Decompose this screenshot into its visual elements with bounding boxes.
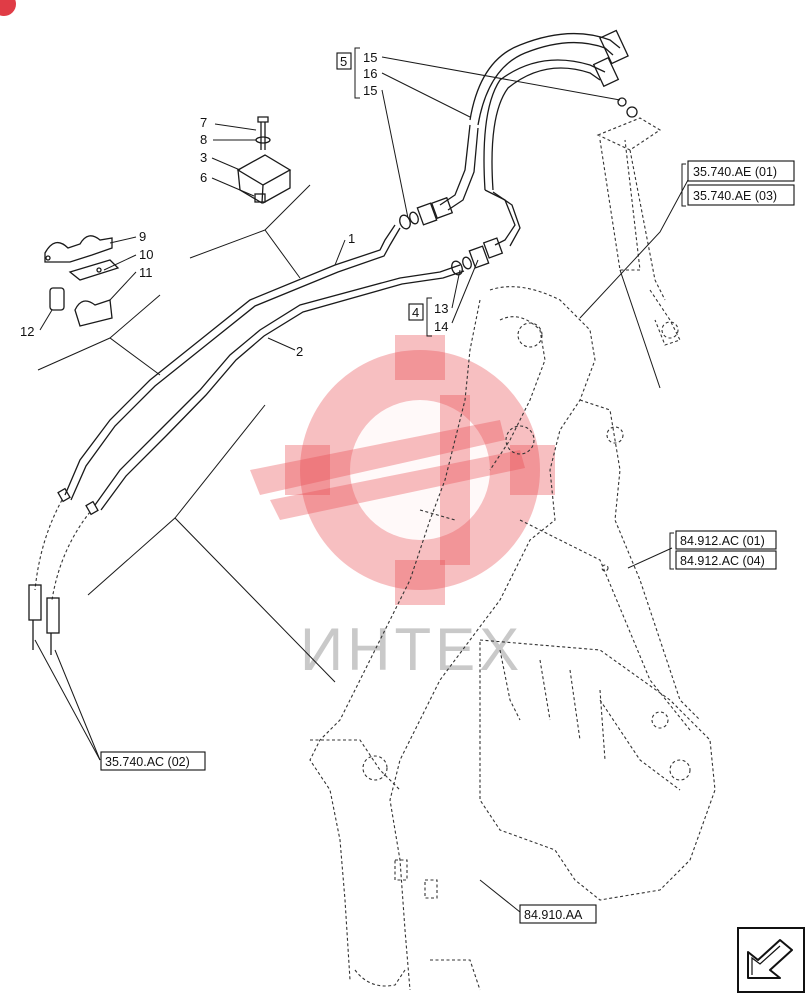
plate-10 <box>68 259 120 281</box>
boom-outline <box>309 286 596 991</box>
callout-5: 5 <box>340 54 347 69</box>
reference-84-912-ac-01[interactable]: 84.912.AC (01) <box>680 534 765 548</box>
hydraulic-cylinder <box>596 117 681 346</box>
callout-11: 11 <box>139 265 153 280</box>
bracket-3 <box>236 154 292 205</box>
washer-8 <box>255 136 271 144</box>
reference-ac-912[interactable]: 84.912.AC (01) 84.912.AC (04) <box>669 530 777 570</box>
reference-35-740-ac-02[interactable]: 35.740.AC (02) <box>105 755 190 769</box>
callout-2: 2 <box>296 344 303 359</box>
callout-13: 13 <box>434 301 448 316</box>
next-arrow-icon[interactable] <box>737 927 805 993</box>
callout-12: 12 <box>20 324 34 339</box>
callout-10: 10 <box>139 247 153 262</box>
callout-8: 8 <box>200 132 207 147</box>
callout-4: 4 <box>412 305 419 320</box>
group-bracket-4 <box>426 297 432 337</box>
reference-box-ac02[interactable] <box>100 751 206 771</box>
callout-3: 3 <box>200 150 207 165</box>
leader-lines <box>34 56 689 913</box>
group-box-5 <box>336 52 352 70</box>
corner-badge <box>0 0 16 16</box>
clamp-11 <box>74 299 113 327</box>
group-box-4 <box>408 303 424 321</box>
group-bracket-5 <box>354 47 360 99</box>
lower-flex-hoses <box>28 499 91 655</box>
reference-ae[interactable]: 35.740.AE (01) 35.740.AE (03) <box>681 160 795 207</box>
callout-6: 6 <box>200 170 207 185</box>
spacer-12 <box>49 287 65 311</box>
bolt-7 <box>257 116 269 150</box>
reference-box-aa[interactable] <box>519 904 597 924</box>
callout-14: 14 <box>434 319 448 334</box>
reference-84-910-aa[interactable]: 84.910.AA <box>524 908 583 922</box>
reference-84-912-ac-04[interactable]: 84.912.AC (04) <box>680 554 765 568</box>
hoses <box>439 29 638 247</box>
reference-35-740-ae-03[interactable]: 35.740.AE (03) <box>693 189 777 203</box>
dipper-arm-outline <box>519 399 701 731</box>
bucket-outline <box>479 639 716 901</box>
watermark-text: ИНТЕХ <box>300 616 523 683</box>
callout-7: 7 <box>200 115 207 130</box>
callout-15-bottom: 15 <box>363 83 377 98</box>
rigid-tubes <box>57 224 465 516</box>
callout-9: 9 <box>139 229 146 244</box>
tube-fittings <box>399 196 504 276</box>
reference-35-740-ae-01[interactable]: 35.740.AE (01) <box>693 165 777 179</box>
watermark-logo <box>250 335 555 605</box>
clamp-9 <box>44 235 113 263</box>
callout-16: 16 <box>363 66 377 81</box>
callout-15-top: 15 <box>363 50 377 65</box>
nut-6 <box>254 193 266 203</box>
callout-1: 1 <box>348 231 355 246</box>
